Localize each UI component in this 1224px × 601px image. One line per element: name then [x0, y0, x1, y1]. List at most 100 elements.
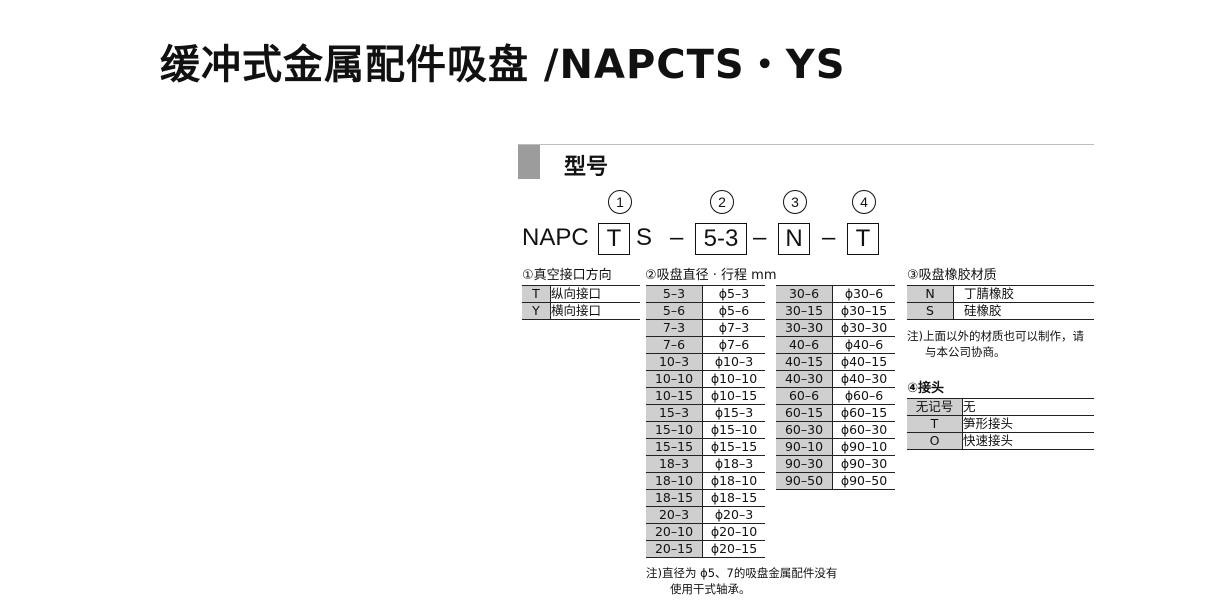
size-desc: ϕ60–6 — [832, 387, 895, 405]
size-code: 10–3 — [646, 353, 703, 371]
size-desc: ϕ10–15 — [702, 387, 765, 405]
code-box-port: T — [598, 223, 630, 255]
table-row: 无记号 无 — [907, 398, 1094, 416]
option-code: 无记号 — [907, 398, 963, 416]
size-desc: ϕ18–3 — [702, 455, 765, 473]
size-code: 20–15 — [646, 540, 703, 558]
size-code: 30–15 — [776, 302, 833, 320]
code-box-fitting: T — [847, 223, 879, 255]
size-desc: ϕ30–30 — [832, 319, 895, 337]
section-header: 型号 — [518, 144, 1094, 180]
size-code: 18–10 — [646, 472, 703, 490]
option-code: T — [907, 415, 963, 433]
size-code: 60–30 — [776, 421, 833, 439]
table-row: T 纵向接口 — [522, 285, 640, 303]
size-code: 40–15 — [776, 353, 833, 371]
size-desc: ϕ20–15 — [702, 540, 765, 558]
code-dash: – — [670, 224, 684, 251]
size-desc: ϕ18–15 — [702, 489, 765, 507]
size-code: 20–10 — [646, 523, 703, 541]
size-code: 90–50 — [776, 472, 833, 490]
option-desc: 横向接口 — [550, 302, 640, 320]
size-desc: ϕ90–30 — [832, 455, 895, 473]
vacuum-port-table: T 纵向接口 Y 横向接口 — [522, 285, 640, 320]
fitting-heading: ④接头 — [907, 381, 945, 396]
size-code: 10–10 — [646, 370, 703, 388]
code-prefix: NAPC — [522, 224, 589, 251]
size-desc: ϕ15–15 — [702, 438, 765, 456]
size-desc: ϕ7–3 — [702, 319, 765, 337]
marker-1: 1 — [608, 190, 632, 214]
model-code: 1 2 3 4 NAPC T S – 5-3 – N – T — [520, 190, 900, 260]
size-desc: ϕ40–30 — [832, 370, 895, 388]
option-desc: 纵向接口 — [550, 285, 640, 303]
size-desc: ϕ20–10 — [702, 523, 765, 541]
option-desc: 快速接头 — [962, 432, 1094, 450]
option-code: S — [907, 302, 954, 320]
size-code: 5–3 — [646, 285, 703, 303]
size-code: 15–3 — [646, 404, 703, 422]
vacuum-port-heading: ①真空接口方向 — [522, 268, 612, 283]
page-title: 缓冲式金属配件吸盘 /NAPCTS・YS — [160, 42, 846, 88]
size-desc: ϕ15–10 — [702, 421, 765, 439]
size-code: 7–6 — [646, 336, 703, 354]
option-desc: 丁腈橡胶 — [953, 285, 1094, 303]
size-desc: ϕ90–50 — [832, 472, 895, 490]
marker-2: 2 — [710, 190, 734, 214]
size-code: 15–15 — [646, 438, 703, 456]
table-row: N 丁腈橡胶 — [907, 285, 1094, 303]
size-code: 60–15 — [776, 404, 833, 422]
option-code: N — [907, 285, 954, 303]
option-desc: 无 — [962, 398, 1094, 416]
size-desc: ϕ40–15 — [832, 353, 895, 371]
code-dash: – — [822, 224, 836, 251]
pad-material-heading: ③吸盘橡胶材质 — [907, 268, 997, 283]
size-desc: ϕ18–10 — [702, 472, 765, 490]
size-desc: ϕ10–3 — [702, 353, 765, 371]
size-desc: ϕ60–15 — [832, 404, 895, 422]
size-code: 60–6 — [776, 387, 833, 405]
size-desc: ϕ60–30 — [832, 421, 895, 439]
size-code: 90–10 — [776, 438, 833, 456]
table-row: S 硅橡胶 — [907, 302, 1094, 320]
pad-material-table: N 丁腈橡胶 S 硅橡胶 — [907, 285, 1094, 320]
size-desc: ϕ40–6 — [832, 336, 895, 354]
note-line: 注)直径为 ϕ5、7的吸盘金属配件没有 — [646, 566, 838, 580]
table-row: T 笋形接头 — [907, 415, 1094, 433]
size-code: 15–10 — [646, 421, 703, 439]
marker-3: 3 — [783, 190, 807, 214]
table-row: O 快速接头 — [907, 432, 1094, 450]
note-line: 使用干式轴承。 — [670, 582, 751, 596]
size-desc: ϕ10–10 — [702, 370, 765, 388]
option-code: Y — [522, 302, 551, 320]
marker-4: 4 — [852, 190, 876, 214]
table-row: Y 横向接口 — [522, 302, 640, 320]
size-code: 5–6 — [646, 302, 703, 320]
size-desc: ϕ90–10 — [832, 438, 895, 456]
size-desc: ϕ7–6 — [702, 336, 765, 354]
size-code: 20–3 — [646, 506, 703, 524]
size-desc: ϕ30–6 — [832, 285, 895, 303]
pad-size-heading: ②吸盘直径 · 行程 mm — [645, 268, 777, 283]
size-code: 7–3 — [646, 319, 703, 337]
